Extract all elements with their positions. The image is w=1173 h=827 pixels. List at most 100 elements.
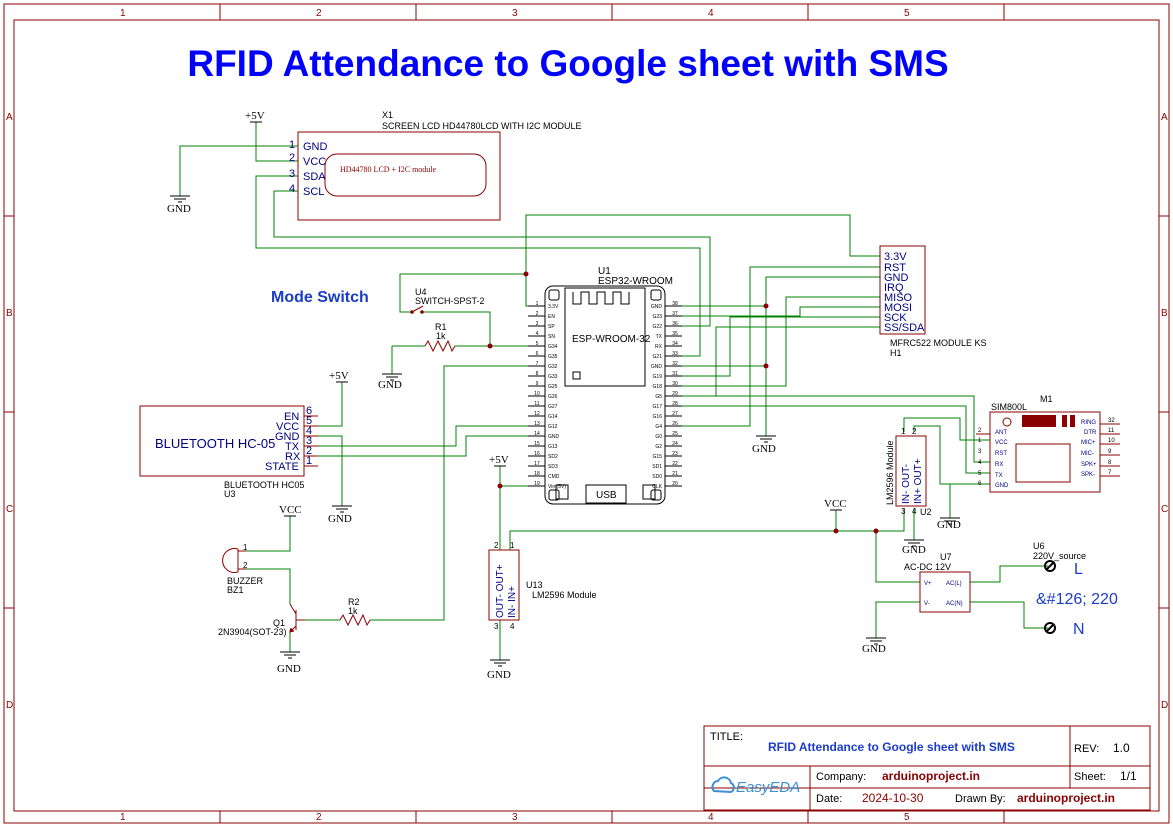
esp32-pin-name: GND bbox=[651, 304, 663, 310]
esp32-pin-name: 3.3V bbox=[548, 304, 559, 310]
sim-pin-name: SPK- bbox=[1081, 472, 1095, 478]
sheet-label: Sheet: bbox=[1074, 771, 1106, 783]
gnd-label: GND bbox=[902, 544, 926, 556]
esp32-pin-name: SD2 bbox=[548, 454, 558, 460]
sim-pin-num: 32 bbox=[1108, 418, 1115, 424]
esp32-pin-name: G32 bbox=[548, 364, 558, 370]
esp32-pin-name: SD1 bbox=[652, 464, 662, 470]
acdc-pin: V+ bbox=[924, 581, 932, 587]
svg-text:EasyEDA: EasyEDA bbox=[736, 779, 800, 796]
buzzer-pin2: 2 bbox=[243, 561, 248, 570]
u13-pin: 3 bbox=[494, 622, 499, 631]
esp32-pin-num: 17 bbox=[534, 461, 540, 467]
sim-pin-name: SPK+ bbox=[1081, 462, 1097, 468]
col-label: 3 bbox=[512, 812, 518, 823]
esp32-ref: U1 bbox=[598, 266, 611, 277]
esp32-pin-name: G18 bbox=[653, 384, 663, 390]
bt-pin-num: 6 bbox=[306, 405, 312, 417]
bluetooth-name: BLUETOOTH HC05 bbox=[224, 480, 304, 490]
esp32-pin-name: CMD bbox=[548, 474, 560, 480]
date-value: 2024-10-30 bbox=[862, 791, 924, 805]
gnd-symbol bbox=[332, 505, 352, 513]
bt-pin-num: 2 bbox=[306, 445, 312, 457]
esp32-pin-num: 4 bbox=[536, 331, 539, 337]
esp32-chip-label: ESP-WROOM-32 bbox=[572, 334, 651, 345]
esp32-pin-num: 9 bbox=[536, 381, 539, 387]
esp32-pin-name: G21 bbox=[653, 354, 663, 360]
esp32-pin-num: 28 bbox=[672, 401, 678, 407]
esp32-pin-num: 34 bbox=[672, 341, 678, 347]
esp32-pin-num: 21 bbox=[672, 471, 678, 477]
gnd-label: GND bbox=[862, 643, 886, 655]
rfid-pin: SCK bbox=[884, 312, 907, 324]
esp32-pin-name: EN bbox=[548, 314, 555, 320]
col-label: 1 bbox=[120, 812, 126, 823]
sim-pin-name: GND bbox=[995, 483, 1009, 489]
esp32-pin-num: 20 bbox=[672, 481, 678, 487]
sim-pin-name: MIC+ bbox=[1081, 440, 1096, 446]
lcd-module: HD44780 LCD + I2C module X1 SCREEN LCD H… bbox=[289, 110, 582, 221]
buzzer-name: BUZZER bbox=[227, 576, 264, 586]
junction-dot bbox=[833, 528, 839, 534]
esp32-pin-num: 27 bbox=[672, 411, 678, 417]
title-block: TITLE: RFID Attendance to Google sheet w… bbox=[703, 725, 1151, 811]
col-label: 4 bbox=[708, 812, 714, 823]
easyeda-logo: EasyEDA bbox=[711, 776, 800, 796]
esp32-pin-name: G15 bbox=[653, 454, 663, 460]
u13-name: LM2596 Module bbox=[532, 590, 597, 600]
lcd-pin-num: 2 bbox=[289, 152, 295, 164]
lcd-pin-num: 4 bbox=[289, 183, 295, 195]
sim-pin-name: ANT bbox=[995, 430, 1007, 436]
esp32-pin-name: G4 bbox=[655, 424, 662, 430]
p5v-label: +5V bbox=[329, 370, 349, 382]
title-block-title: RFID Attendance to Google sheet with SMS bbox=[768, 740, 1015, 754]
col-label: 1 bbox=[120, 8, 126, 19]
lcd-inner-label: HD44780 LCD + I2C module bbox=[340, 165, 437, 174]
rfid-ref: H1 bbox=[890, 348, 902, 358]
esp32-pin-name: G26 bbox=[548, 394, 558, 400]
gnd-label: GND bbox=[752, 443, 776, 455]
esp32-pin-num: 23 bbox=[672, 451, 678, 457]
esp32-pin-name: G14 bbox=[548, 414, 558, 420]
acdc-name: AC-DC 12V bbox=[904, 562, 951, 572]
esp32-pin-num: 8 bbox=[536, 371, 539, 377]
esp32-pin-num: 19 bbox=[534, 481, 540, 487]
esp32-pin-num: 13 bbox=[534, 421, 540, 427]
diagram-title: RFID Attendance to Google sheet with SMS bbox=[187, 43, 948, 84]
rfid-pin: SS/SDA bbox=[884, 322, 925, 334]
r2-value: 1k bbox=[348, 606, 358, 616]
esp32-pin-num: 30 bbox=[672, 381, 678, 387]
rfid-pin: GND bbox=[884, 272, 909, 284]
esp32-pin-name: GND bbox=[548, 434, 560, 440]
lcd-ref: X1 bbox=[382, 110, 393, 120]
sheet-value: 1/1 bbox=[1120, 769, 1137, 783]
ac-voltage-label: &#126; 220 bbox=[1036, 591, 1118, 608]
sim-pin-num: 11 bbox=[1108, 428, 1115, 434]
sim-pin-num: 6 bbox=[978, 481, 982, 487]
company-label: Company: bbox=[816, 771, 866, 783]
esp32-pin-num: 32 bbox=[672, 361, 678, 367]
bt-pin-name: EN bbox=[284, 411, 299, 423]
esp32-pin-num: 5 bbox=[536, 341, 539, 347]
esp32-pin-name: CLK bbox=[652, 484, 662, 490]
esp32-pin-name: G25 bbox=[548, 384, 558, 390]
ac-source: U6 220V_source L &#126; 220 N bbox=[1033, 541, 1118, 638]
gnd-symbol bbox=[170, 195, 190, 203]
gnd-label: GND bbox=[378, 379, 402, 391]
esp32-pin-num: 37 bbox=[672, 311, 678, 317]
junction-dot bbox=[487, 343, 493, 349]
esp32-pin-num: 22 bbox=[672, 461, 678, 467]
sim-pin-num: 3 bbox=[978, 449, 982, 455]
rfid-pin: 3.3V bbox=[884, 251, 907, 263]
rfid-module: 3.3V RST GND IRQ MISO MOSI SCK SS/SDA MF… bbox=[879, 245, 987, 358]
bt-pin-num: 4 bbox=[306, 425, 312, 437]
col-label: 4 bbox=[708, 8, 714, 19]
bt-pin-num: 1 bbox=[306, 455, 312, 467]
esp32-pin-num: 14 bbox=[534, 431, 540, 437]
row-label: C bbox=[6, 504, 13, 515]
gnd-label: GND bbox=[937, 519, 961, 531]
sim-pin-num: 9 bbox=[1108, 449, 1112, 455]
u2-pin: 2 bbox=[912, 427, 917, 436]
row-label: B bbox=[1161, 308, 1168, 319]
